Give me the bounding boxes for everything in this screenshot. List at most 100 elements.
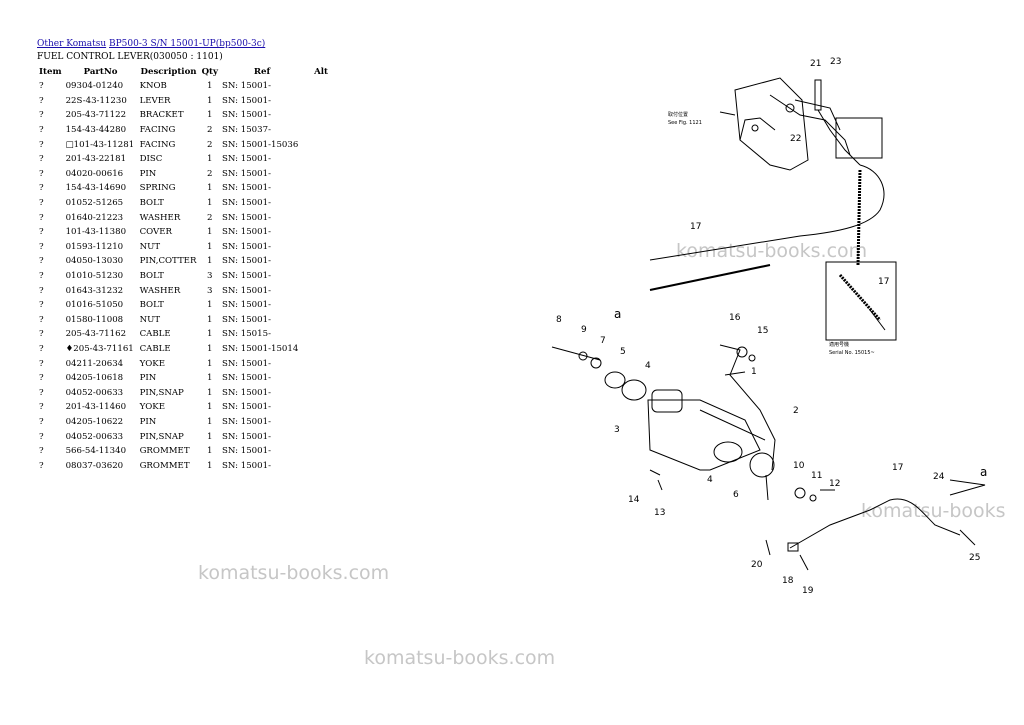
cell-partno: 01643-31232 (65, 285, 124, 296)
callout-label: 14 (628, 495, 640, 505)
cell-ref: SN: 15001- (222, 241, 271, 252)
callout-label: 21 (810, 59, 821, 69)
cell-description: BOLT (139, 271, 164, 282)
cell-qty: 1 (207, 300, 213, 311)
callout-labels: 21 23 22 17 17 a 8 9 7 5 4 16 15 1 2 3 4… (556, 57, 987, 596)
breadcrumb: Other Komatsu BP500-3 S/N 15001-UP(bp500… (37, 39, 265, 49)
cell-item: ? (39, 402, 44, 413)
cell-partno: 205-43-71122 (65, 110, 127, 121)
cell-item: ? (39, 81, 44, 92)
cell-partno: 01010-51230 (65, 271, 124, 282)
cell-item: ? (39, 431, 44, 442)
cell-item: ? (39, 241, 44, 252)
callout-label: 11 (811, 471, 822, 481)
cell-item: ? (39, 198, 44, 209)
cell-item: ? (39, 416, 44, 427)
callout-label: 6 (733, 490, 739, 500)
cell-item: ? (39, 168, 44, 179)
cell-description: NUT (139, 314, 161, 325)
header-partno: PartNo (83, 66, 118, 77)
breadcrumb-link-model[interactable]: BP500-3 S/N 15001-UP(bp500-3c) (109, 39, 266, 49)
breadcrumb-link-other-komatsu[interactable]: Other Komatsu (37, 39, 107, 49)
svg-text:適用号機: 適用号機 (829, 341, 849, 348)
watermark: komatsu-books.com (676, 240, 868, 262)
cell-qty: 3 (207, 285, 213, 296)
cell-qty: 1 (207, 373, 213, 384)
diagram-note-ref: See Fig. 1121 (668, 120, 702, 126)
cell-qty: 1 (207, 95, 213, 106)
cell-item: ? (39, 256, 44, 267)
cell-qty: 1 (207, 81, 213, 92)
cell-qty: 1 (207, 314, 213, 325)
cell-ref: SN: 15001- (222, 387, 271, 398)
cell-item: ? (39, 373, 44, 384)
callout-label: 9 (581, 325, 587, 335)
header-item: Item (39, 66, 62, 77)
cell-description: BOLT (139, 198, 164, 209)
cell-description: FACING (139, 125, 176, 136)
callout-label: 15 (757, 326, 768, 336)
callout-label: a (980, 465, 987, 479)
cell-partno: 04205-10618 (65, 373, 124, 384)
cell-item: ? (39, 227, 44, 238)
callout-label: 20 (751, 560, 763, 570)
cell-item: ? (39, 154, 44, 165)
cell-qty: 2 (207, 168, 213, 179)
cell-partno: 22S-43-11230 (65, 95, 127, 106)
cell-qty: 1 (207, 329, 213, 340)
cell-description: YOKE (139, 358, 165, 369)
watermark: komatsu-books.com (198, 562, 390, 584)
cell-qty: 1 (207, 110, 213, 121)
cell-description: NUT (139, 241, 161, 252)
callout-label: 4 (645, 361, 651, 371)
cell-ref: SN: 15001- (222, 416, 271, 427)
cell-partno: 101-43-11380 (65, 227, 127, 238)
cell-item: ? (39, 183, 44, 194)
cell-partno: 01016-51050 (65, 300, 124, 311)
cell-partno: 01580-11008 (65, 314, 124, 325)
cell-description: GROMMET (139, 446, 190, 457)
cell-qty: 1 (207, 183, 213, 194)
cell-ref: SN: 15001- (222, 227, 271, 238)
cell-ref: SN: 15001-15014 (222, 343, 299, 354)
cell-item: ? (39, 271, 44, 282)
cell-description: GROMMET (139, 460, 190, 471)
cell-qty: 1 (207, 343, 213, 354)
cell-qty: 2 (207, 125, 213, 136)
upper-bracket-drawing (649, 77, 885, 266)
callout-label: 5 (620, 347, 626, 357)
callout-label: a (614, 307, 621, 321)
cell-qty: 3 (207, 271, 213, 282)
header-qty: Qty (201, 66, 219, 77)
cell-item: ? (39, 460, 44, 471)
cell-partno: 205-43-71162 (65, 329, 127, 340)
cell-partno: 04205-10622 (65, 416, 124, 427)
cell-partno: 566-54-11340 (65, 446, 127, 457)
cell-partno: 09304-01240 (65, 81, 124, 92)
cell-ref: SN: 15001-15036 (222, 139, 299, 150)
cell-ref: SN: 15001- (222, 431, 271, 442)
cell-description: PIN (139, 168, 157, 179)
cell-item: ? (39, 125, 44, 136)
header-ref: Ref (253, 66, 271, 77)
cell-item: ? (39, 329, 44, 340)
cell-description: SPRING (139, 183, 176, 194)
cell-description: BRACKET (139, 110, 184, 121)
